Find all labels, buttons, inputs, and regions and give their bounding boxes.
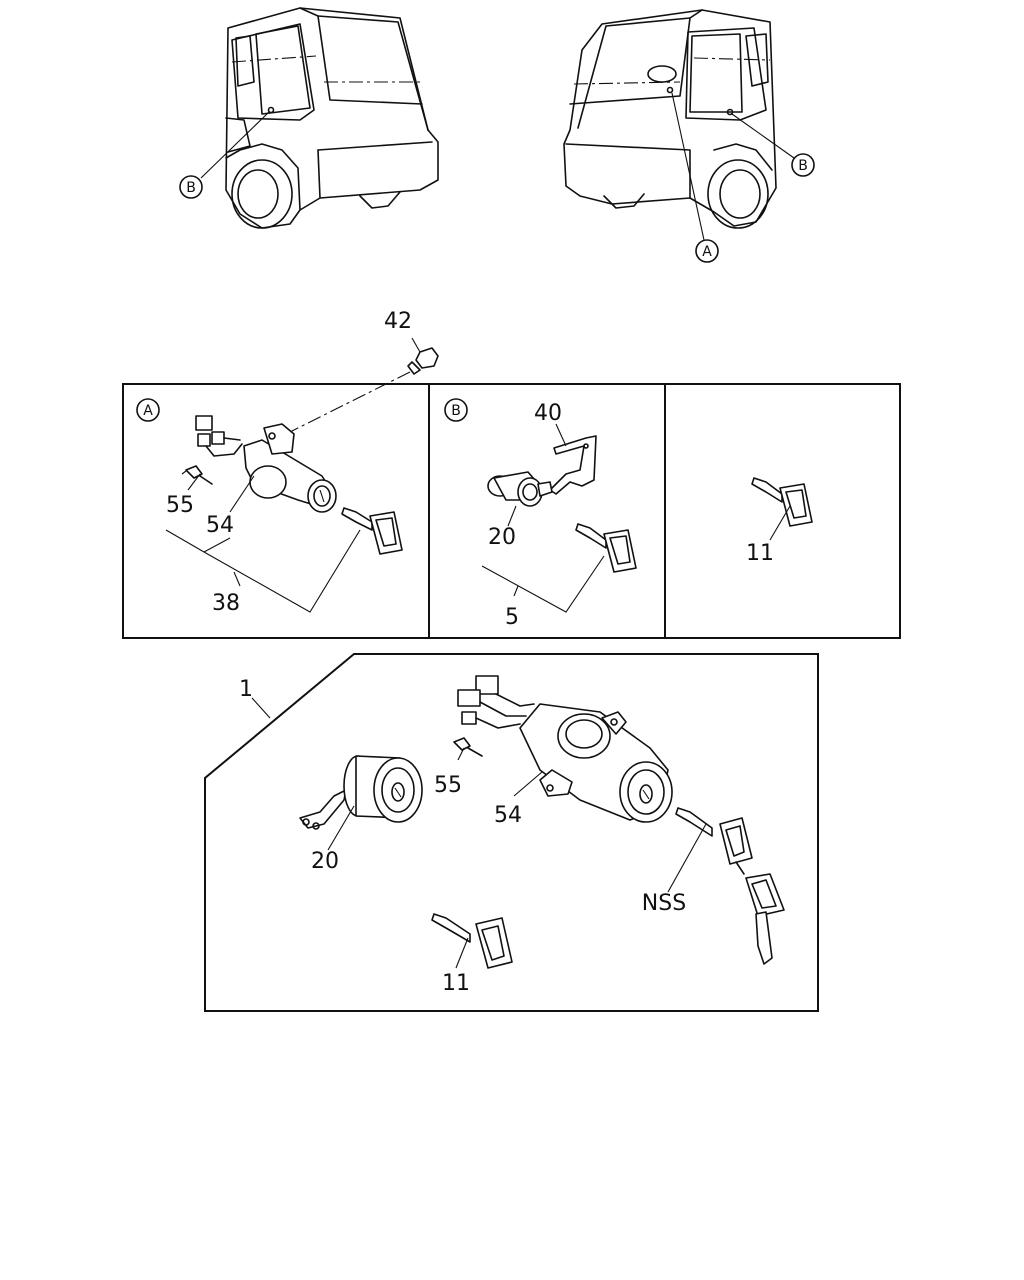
leader-55a [187, 473, 201, 491]
callout-b-left-text: B [186, 180, 196, 196]
key-11-kit [431, 913, 513, 969]
leader-20b [507, 505, 517, 527]
callout-a-right: A [695, 239, 719, 263]
ignition-switch-54 [453, 675, 673, 823]
label-20-kit: 20 [311, 849, 339, 874]
leader-1 [251, 697, 271, 719]
panel-a-marker-text: A [143, 403, 153, 419]
bolt-42 [407, 337, 439, 375]
label-11-kit: 11 [442, 971, 470, 996]
leader-11kit [455, 937, 469, 969]
key-11-panel [751, 477, 813, 527]
cab-right-view [563, 9, 795, 241]
bolt-42-leader [289, 371, 411, 433]
label-54-kit: 54 [494, 803, 522, 828]
leader-54a [229, 475, 255, 513]
bracket-38-lower [203, 529, 361, 613]
label-nss: NSS [642, 891, 686, 916]
leader-nss [667, 823, 707, 893]
door-lock-assembly-b [487, 435, 637, 573]
leader-54kit [513, 771, 543, 797]
ignition-switch-assembly-a [181, 415, 403, 555]
label-11-c: 11 [746, 541, 774, 566]
label-55-kit: 55 [434, 773, 462, 798]
label-38: 38 [212, 591, 240, 616]
leader-20kit [327, 805, 355, 851]
panel-b-marker: B [444, 398, 468, 422]
bracket-5 [481, 555, 605, 613]
leader-55kit [457, 747, 465, 761]
label-5: 5 [505, 605, 519, 630]
label-20-b: 20 [488, 525, 516, 550]
callout-b-left: B [179, 175, 203, 199]
door-cylinder-20 [299, 755, 423, 830]
callout-b-right-text: B [798, 158, 808, 174]
label-55-a: 55 [166, 493, 194, 518]
label-1: 1 [239, 677, 253, 702]
cab-left-view [200, 7, 439, 229]
label-40: 40 [534, 401, 562, 426]
leader-38 [233, 571, 241, 587]
top-panels [122, 383, 901, 639]
leader-5 [513, 585, 519, 597]
leader-40 [555, 423, 567, 447]
panel-a-marker: A [136, 398, 160, 422]
label-42: 42 [384, 309, 412, 334]
leader-11c [769, 505, 791, 541]
nss-keys [675, 807, 785, 965]
kit-frame [204, 653, 819, 1012]
label-54-a: 54 [206, 513, 234, 538]
callout-a-right-text: A [702, 244, 712, 260]
callout-b-right: B [791, 153, 815, 177]
panel-b-marker-text: B [451, 403, 461, 419]
